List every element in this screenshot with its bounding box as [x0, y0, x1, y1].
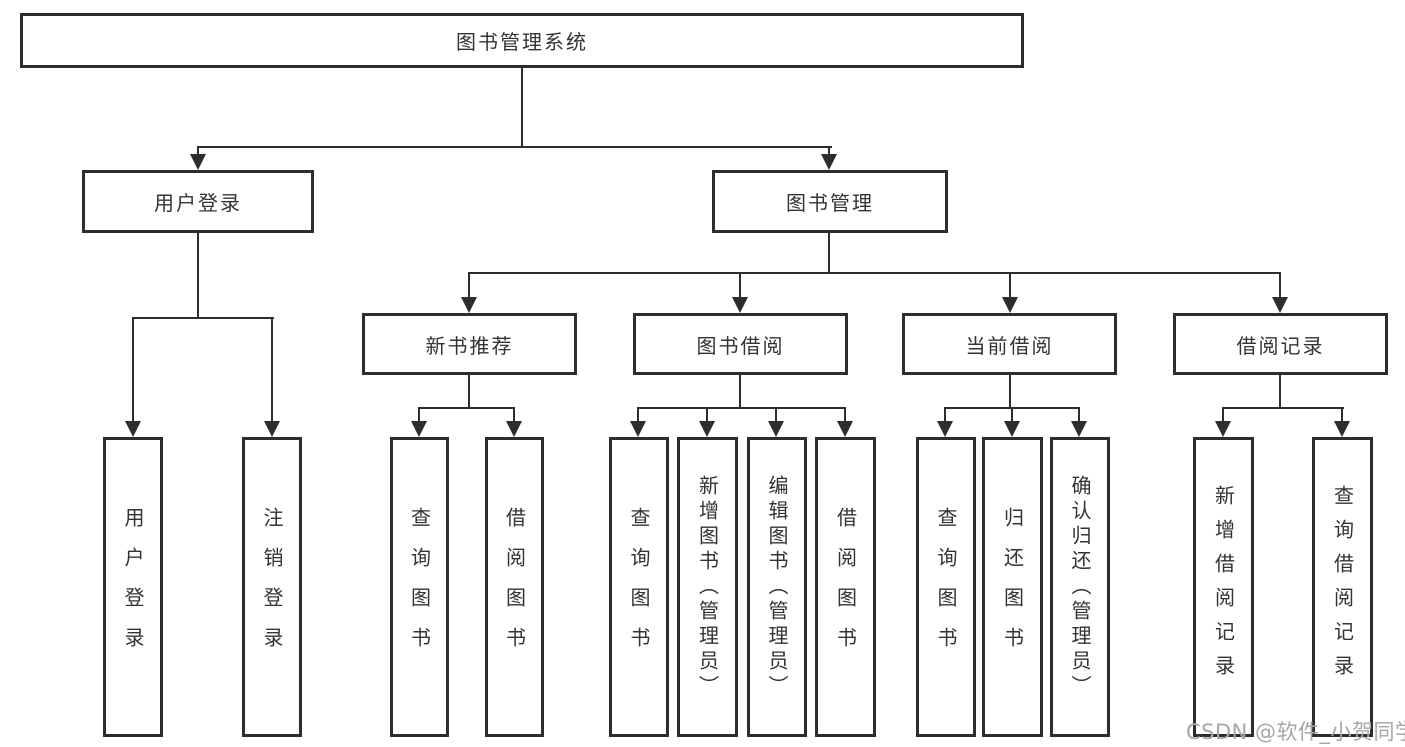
connector-to-user-login: [197, 146, 199, 156]
connector-newrec-stem: [468, 375, 470, 408]
leaf-borrow-add-books-admin: 新增图书（管理员）: [677, 437, 738, 737]
arrowhead-to-records-add: [1215, 421, 1231, 437]
node-user-login: 用户登录: [82, 170, 314, 233]
connector-to-leaf-logout: [271, 317, 273, 421]
arrowhead-to-user-login: [190, 154, 206, 170]
arrowhead-to-current-return: [1004, 421, 1020, 437]
connector-to-borrow-query: [637, 407, 639, 421]
connector-root-split: [197, 146, 832, 148]
arrowhead-to-current-query: [937, 421, 953, 437]
node-borrow-records: 借阅记录: [1173, 313, 1388, 375]
connector-to-records-query: [1341, 407, 1343, 421]
connector-to-newrec-query: [418, 407, 420, 421]
leaf-user-login: 用户登录: [103, 437, 163, 737]
node-new-book-recommend: 新书推荐: [362, 313, 577, 375]
arrowhead-to-new-book-recommend: [461, 297, 477, 313]
leaf-label: 用户登录: [121, 507, 145, 667]
node-book-management: 图书管理: [712, 170, 948, 233]
leaf-borrow-query-books: 查询图书: [609, 437, 669, 737]
arrowhead-to-newrec-query: [411, 421, 427, 437]
leaf-label: 归还图书: [1000, 507, 1025, 667]
leaf-label: 查询图书: [407, 507, 432, 667]
connector-to-newrec-borrow: [513, 407, 515, 421]
leaf-label: 借阅图书: [833, 507, 858, 667]
connector-to-current-borrow: [1009, 272, 1011, 297]
leaf-label: 新增借阅记录: [1211, 485, 1236, 689]
connector-to-book-management: [828, 146, 830, 156]
arrowhead-to-book-management: [821, 154, 837, 170]
connector-root-stem: [521, 68, 523, 146]
leaf-label: 新增图书（管理员）: [695, 474, 720, 700]
leaf-current-query-books: 查询图书: [916, 437, 976, 737]
connector-current-stem: [1009, 375, 1011, 408]
connector-to-leaf-user-login: [132, 317, 134, 421]
arrowhead-to-borrow-records: [1272, 297, 1288, 313]
connector-newrec-split: [418, 407, 515, 409]
leaf-label: 确认归还（管理员）: [1068, 474, 1092, 700]
connector-to-current-query: [944, 407, 946, 421]
leaf-records-add-record: 新增借阅记录: [1193, 437, 1254, 737]
connector-book-split: [468, 272, 1281, 274]
arrowhead-to-current-borrow: [1002, 297, 1018, 313]
node-root-library-system: 图书管理系统: [20, 13, 1024, 68]
leaf-newrec-borrow-books: 借阅图书: [485, 437, 544, 737]
leaf-label: 编辑图书（管理员）: [765, 474, 789, 700]
connector-to-new-book-recommend: [468, 272, 470, 297]
connector-user-split: [132, 317, 274, 319]
arrowhead-to-borrow-edit: [768, 421, 784, 437]
connector-borrow-split: [637, 407, 846, 409]
connector-to-borrow-records: [1279, 272, 1281, 297]
leaf-label: 查询图书: [934, 507, 958, 667]
connector-book-stem: [828, 233, 830, 274]
leaf-label: 查询借阅记录: [1330, 485, 1355, 689]
leaf-current-confirm-return-admin: 确认归还（管理员）: [1050, 437, 1110, 737]
connector-records-split: [1222, 407, 1344, 409]
leaf-logout: 注销登录: [242, 437, 302, 737]
connector-to-borrow-lend: [844, 407, 846, 421]
connector-records-stem: [1279, 375, 1281, 408]
arrowhead-to-book-borrow: [732, 297, 748, 313]
arrowhead-to-borrow-lend: [837, 421, 853, 437]
connector-to-current-return: [1011, 407, 1013, 421]
arrowhead-to-records-query: [1334, 421, 1350, 437]
leaf-label: 注销登录: [260, 507, 284, 667]
arrowhead-to-current-confirm: [1071, 421, 1087, 437]
node-current-borrow: 当前借阅: [902, 313, 1117, 375]
arrowhead-to-newrec-borrow: [506, 421, 522, 437]
connector-to-current-confirm: [1078, 407, 1080, 421]
connector-user-stem: [197, 233, 199, 318]
csdn-watermark: CSDN @软件_小贺同学: [1186, 720, 1405, 744]
node-book-borrow: 图书借阅: [633, 313, 848, 375]
leaf-label: 查询图书: [627, 507, 651, 667]
connector-to-borrow-edit: [775, 407, 777, 421]
connector-to-book-borrow: [739, 272, 741, 297]
leaf-newrec-query-books: 查询图书: [390, 437, 449, 737]
connector-borrow-stem: [739, 375, 741, 408]
leaf-records-query-record: 查询借阅记录: [1312, 437, 1373, 737]
arrowhead-to-borrow-add: [699, 421, 715, 437]
arrowhead-to-leaf-user-login: [125, 421, 141, 437]
leaf-label: 借阅图书: [502, 507, 527, 667]
connector-to-borrow-add: [706, 407, 708, 421]
arrowhead-to-leaf-logout: [264, 421, 280, 437]
leaf-borrow-edit-books-admin: 编辑图书（管理员）: [747, 437, 807, 737]
leaf-borrow-lend-books: 借阅图书: [815, 437, 876, 737]
arrowhead-to-borrow-query: [630, 421, 646, 437]
connector-to-records-add: [1222, 407, 1224, 421]
leaf-current-return-books: 归还图书: [982, 437, 1043, 737]
